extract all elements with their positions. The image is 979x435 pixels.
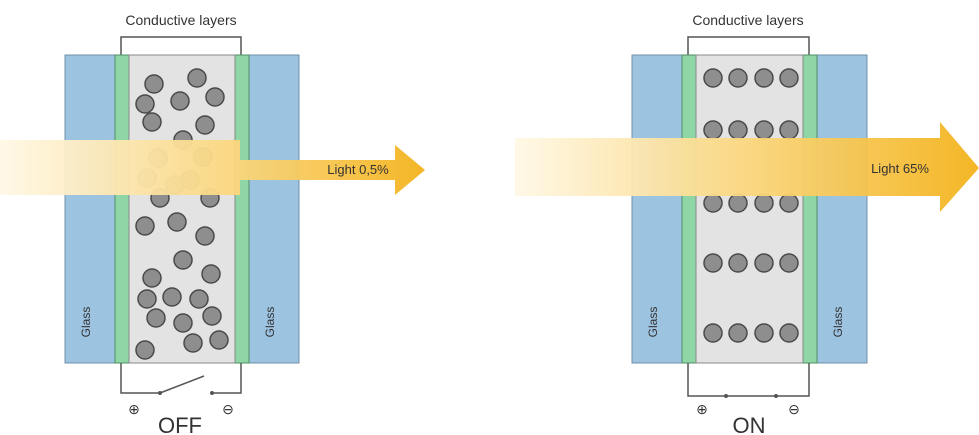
- particle: [201, 264, 221, 284]
- particle: [728, 120, 748, 140]
- particle: [209, 330, 229, 350]
- minus-terminal-off: ⊖: [222, 401, 234, 417]
- conductive-strip-left-on: [681, 54, 697, 364]
- glass-left-off: [64, 54, 116, 364]
- glass-left-on: [631, 54, 683, 364]
- light-arrow-on: [515, 122, 979, 212]
- particle: [754, 120, 774, 140]
- light-label-on: Light 65%: [871, 161, 929, 176]
- particle: [137, 289, 157, 309]
- particle: [135, 94, 155, 114]
- conductive-strip-right-off: [234, 54, 250, 364]
- particle: [205, 87, 225, 107]
- glass-label-right-on: Glass: [831, 307, 845, 338]
- switch-contact: [774, 394, 778, 398]
- switch-contact: [210, 391, 214, 395]
- particle: [142, 112, 162, 132]
- particle: [162, 287, 182, 307]
- particle: [703, 253, 723, 273]
- particle: [144, 74, 164, 94]
- particle: [779, 120, 799, 140]
- particle: [202, 306, 222, 326]
- particle: [728, 323, 748, 343]
- switch-label-on: ON: [733, 413, 766, 435]
- particle: [703, 68, 723, 88]
- particle: [703, 120, 723, 140]
- particle: [779, 193, 799, 213]
- light-arrow-off: [0, 140, 425, 195]
- plus-terminal-off: ⊕: [128, 401, 140, 417]
- particle: [173, 313, 193, 333]
- circuit-wire-on: [687, 363, 810, 397]
- particle: [754, 253, 774, 273]
- particle: [195, 226, 215, 246]
- conductive-bracket-on: [687, 36, 810, 55]
- particle: [173, 250, 193, 270]
- switch-contact: [724, 394, 728, 398]
- light-label-off: Light 0,5%: [327, 162, 389, 177]
- conductive-strip-left-off: [114, 54, 130, 364]
- conductive-strip-right-on: [802, 54, 818, 364]
- conductive-layers-label-on: Conductive layers: [692, 12, 803, 28]
- particle: [189, 289, 209, 309]
- particle: [728, 253, 748, 273]
- particle: [754, 68, 774, 88]
- glass-label-right-off: Glass: [263, 307, 277, 338]
- particle: [135, 340, 155, 360]
- glass-label-left-off: Glass: [79, 307, 93, 338]
- particle: [703, 323, 723, 343]
- open-switch-blade: [159, 375, 205, 394]
- particle: [754, 193, 774, 213]
- circuit-wire-off: [120, 363, 242, 394]
- glass-right-off: [248, 54, 300, 364]
- particle: [728, 193, 748, 213]
- particle: [703, 193, 723, 213]
- plus-terminal-on: ⊕: [696, 401, 708, 417]
- particle: [142, 268, 162, 288]
- particle: [146, 308, 166, 328]
- particle: [187, 68, 207, 88]
- particle: [728, 68, 748, 88]
- conductive-layers-label-off: Conductive layers: [125, 12, 236, 28]
- panel-on: Conductive layers Glass Glass Light 65% …: [515, 12, 979, 435]
- particle: [170, 91, 190, 111]
- switch-contact: [158, 391, 162, 395]
- particle: [779, 68, 799, 88]
- particle: [195, 115, 215, 135]
- particle: [135, 216, 155, 236]
- panel-off: Conductive layers Glass Glass Light 0,5%…: [0, 12, 425, 435]
- minus-terminal-on: ⊖: [788, 401, 800, 417]
- glass-label-left-on: Glass: [646, 307, 660, 338]
- particle: [754, 323, 774, 343]
- conductive-bracket-off: [120, 36, 242, 55]
- particle: [183, 333, 203, 353]
- glass-right-on: [816, 54, 868, 364]
- particle: [779, 323, 799, 343]
- particle: [167, 212, 187, 232]
- switch-label-off: OFF: [158, 413, 202, 435]
- particle: [779, 253, 799, 273]
